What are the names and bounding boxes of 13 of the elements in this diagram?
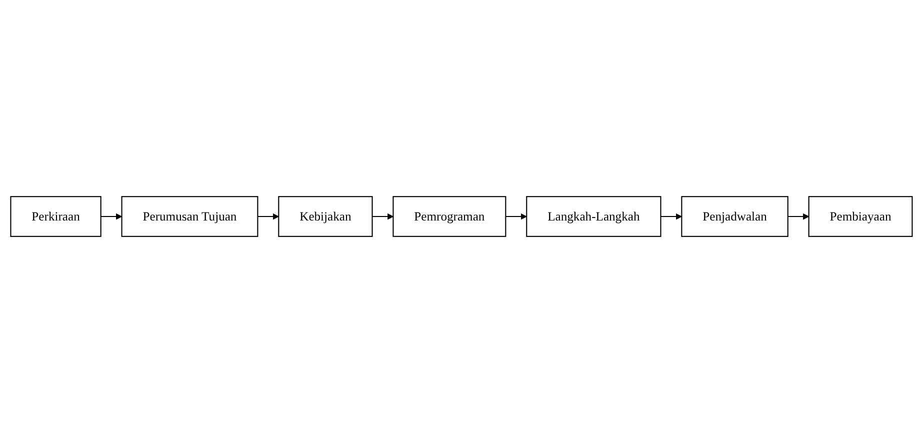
node-box: Kebijakan [278,196,373,236]
node-box: Langkah-Langkah [526,196,662,236]
arrow [100,212,122,220]
arrow [372,212,394,220]
arrow [506,212,527,220]
node-box: Pemrograman [392,196,506,236]
arrow [788,212,810,220]
node-box: Pembiayaan [808,196,913,236]
node-box: Perumusan Tujuan [121,196,258,236]
node-box: Penjadwalan [681,196,788,236]
arrow [660,212,682,220]
arrow [258,212,279,220]
node-box: Perkiraan [10,196,102,236]
